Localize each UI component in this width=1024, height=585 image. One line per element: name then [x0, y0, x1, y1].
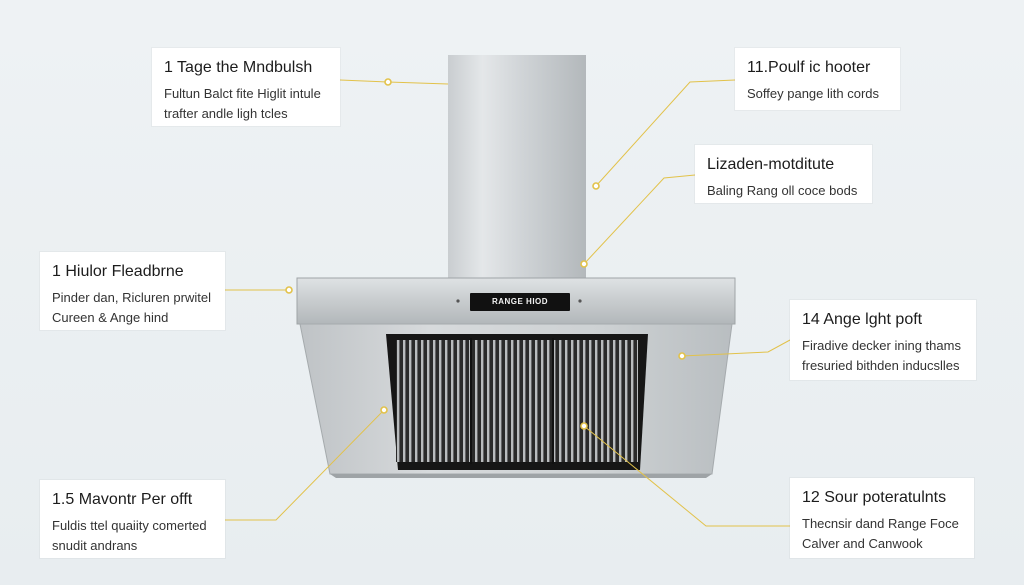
leader-dot [592, 182, 600, 190]
filter-panel-left [396, 340, 470, 462]
callout-line: Thecnsir dand Range Foce [802, 516, 959, 531]
callout-bottom-left: 1.5 Mavontr Per offt Fuldis ttel quaiity… [40, 480, 225, 558]
hood-bottom-lip [330, 474, 712, 478]
control-dot-right [578, 299, 582, 303]
callout-title: Lizaden-motditute [707, 156, 835, 173]
callout-line: Soffey pange lith cords [747, 86, 880, 101]
control-dot-left [456, 299, 460, 303]
callout-line: trafter andle ligh tcles [164, 106, 288, 121]
leader-dot [380, 406, 388, 414]
callout-mid-right: 14 Ange lght poft Firadive decker ining … [790, 300, 976, 380]
callout-description: Fuldis ttel quaiity comerted snudit andr… [52, 516, 213, 556]
callout-description: Pinder dan, Ricluren prwitel Cureen & An… [52, 288, 213, 328]
callout-mid-left: 1 Hiulor Fleadbrne Pinder dan, Ricluren … [40, 252, 225, 330]
hood-display-label: RANGE HIOD [470, 293, 570, 311]
callout-title: 1 Hiulor Fleadbrne [52, 263, 184, 280]
callout-title: 11.Poulf ic hooter [747, 59, 871, 76]
callout-title: 1.5 Mavontr Per offt [52, 491, 193, 508]
leader-dot [285, 286, 293, 294]
leader-line-upper-right [583, 174, 696, 265]
callout-description: Baling Rang oll coce bods [707, 181, 860, 201]
hood-chimney [448, 55, 586, 280]
callout-title: 1 Tage the Mndbulsh [164, 59, 313, 76]
callout-bottom-right: 12 Sour poteratulnts Thecnsir dand Range… [790, 478, 974, 558]
callout-upper-right: Lizaden-motditute Baling Rang oll coce b… [695, 145, 872, 203]
callout-description: Firadive decker ining thams fresuried bi… [802, 336, 964, 376]
callout-line: snudit andrans [52, 538, 138, 553]
leader-dot [678, 352, 686, 360]
callout-top-left: 1 Tage the Mndbulsh Fultun Balct fite Hi… [152, 48, 340, 126]
leader-dot [580, 260, 588, 268]
callout-line: Fuldis ttel quaiity comerted [52, 518, 207, 533]
callout-top-right: 11.Poulf ic hooter Soffey pange lith cor… [735, 48, 900, 110]
leader-line-bottom-left [225, 409, 385, 521]
leader-line-top-right [595, 79, 736, 187]
callout-description: Thecnsir dand Range Foce Calver and Canw… [802, 514, 962, 554]
callout-line: Cureen & Ange hind [52, 310, 169, 325]
leader-dots [285, 78, 686, 430]
callout-line: Baling Rang oll coce bods [707, 183, 858, 198]
filter-panel-right [554, 340, 638, 462]
leader-dot [384, 78, 392, 86]
filter-panel-center [472, 340, 552, 462]
leader-line-mid-right [681, 339, 791, 357]
callout-line: fresuried bithden inducslles [802, 358, 960, 373]
callout-line: Calver and Canwook [802, 536, 923, 551]
leader-dot [580, 422, 588, 430]
callout-description: Fultun Balct fite Higlit intule trafter … [164, 84, 328, 124]
callout-title: 14 Ange lght poft [802, 311, 923, 328]
leader-line-top-left [339, 79, 449, 85]
callout-line: Pinder dan, Ricluren prwitel [52, 290, 211, 305]
callout-title: 12 Sour poteratulnts [802, 489, 947, 506]
leader-lines [225, 79, 791, 527]
callout-line: Firadive decker ining thams [802, 338, 961, 353]
callout-line: Fultun Balct fite Higlit intule [164, 86, 321, 101]
leader-line-bottom-right [583, 425, 790, 527]
callout-description: Soffey pange lith cords [747, 84, 888, 104]
